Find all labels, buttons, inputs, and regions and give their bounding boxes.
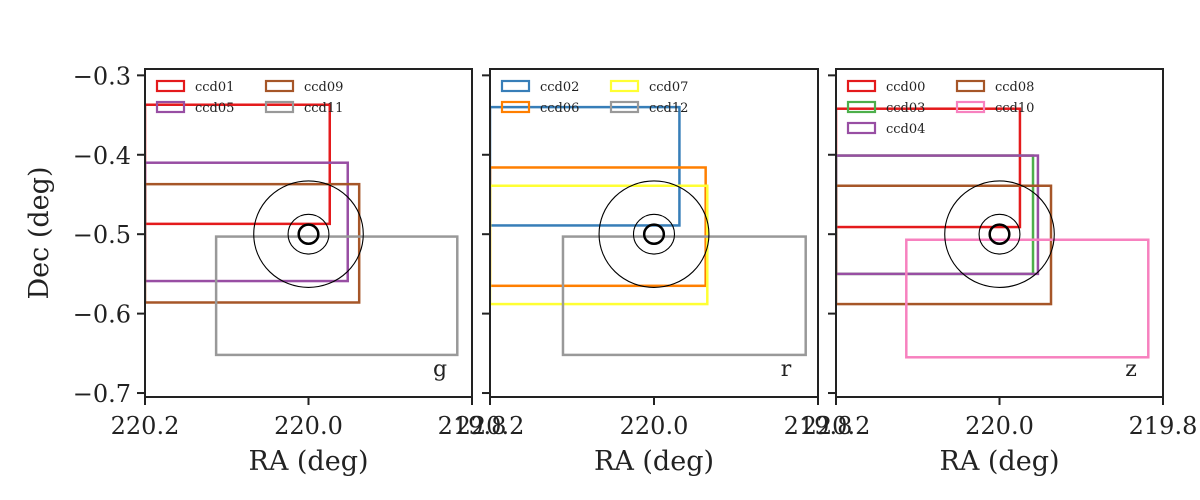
data-layer (836, 107, 1150, 359)
footprint-ccd07 (490, 184, 709, 306)
band-label: r (781, 357, 792, 382)
axes-frame (489, 68, 819, 398)
legend-swatch-ccd01 (155, 79, 186, 93)
target-circle-0 (642, 223, 666, 245)
x-axis-label: RA (deg) (248, 446, 368, 477)
y-tick-label: −0.6 (73, 301, 131, 329)
legend-entry-ccd05: ccd05 (195, 101, 234, 116)
x-tick-label: 219.8 (438, 412, 507, 440)
legend-swatch-ccd08 (955, 79, 986, 93)
legend-entry-ccd09: ccd09 (304, 80, 343, 95)
footprint-ccd10 (905, 238, 1150, 359)
footprint-ccd01 (145, 103, 332, 226)
legend-entry-ccd08: ccd08 (995, 80, 1034, 95)
panel-g: 220.2 220.0 219.8 −0.3 −0.4 −0.5 −0.6 −0.7 RA (d… (24, 62, 506, 477)
legend-swatch-ccd09 (264, 79, 295, 93)
footprint-ccd11 (214, 235, 459, 357)
legend-entry-ccd00: ccd00 (886, 80, 925, 95)
legend-swatch-ccd10 (955, 100, 986, 114)
panel-z: 220.2 220.0 219.8 RA (deg) z ccd00 ccd03 ccd04 c… (802, 68, 1198, 477)
data-layer (490, 105, 807, 357)
footprint-ccd04 (836, 154, 1040, 276)
legend-entry-ccd03: ccd03 (886, 101, 925, 116)
y-tick-label: −0.7 (73, 380, 131, 408)
footprint-ccd00 (836, 107, 1022, 229)
data-layer (145, 103, 459, 357)
legend-swatch-ccd12 (609, 100, 640, 114)
legend-swatch-ccd06 (500, 100, 531, 114)
legend-swatch-ccd02 (500, 79, 531, 93)
legend-entry-ccd04: ccd04 (886, 122, 925, 137)
axes-frame (835, 68, 1164, 398)
x-axis-label: RA (deg) (939, 446, 1059, 477)
legend-entry-ccd11: ccd11 (304, 101, 343, 116)
x-tick-label: 220.0 (620, 412, 689, 440)
footprint-ccd05 (145, 161, 349, 283)
legend-entry-ccd07: ccd07 (649, 80, 688, 95)
target-circle-1 (287, 213, 330, 255)
target-circle-2 (944, 180, 1055, 288)
band-label: z (1125, 357, 1137, 382)
legend-entry-ccd12: ccd12 (649, 101, 688, 116)
legend-swatch-ccd03 (846, 100, 877, 114)
axes-frame (144, 68, 473, 398)
x-tick-label: 220.2 (802, 412, 871, 440)
target-circle-0 (988, 223, 1011, 245)
x-tick-label: 220.0 (965, 412, 1034, 440)
target-circle-2 (253, 180, 364, 288)
legend-swatch-ccd11 (264, 100, 295, 114)
footprint-ccd06 (490, 166, 707, 288)
legend-swatch-ccd07 (609, 79, 640, 93)
x-tick-label: 220.2 (456, 412, 525, 440)
y-tick-label: −0.4 (73, 142, 131, 170)
x-tick-label: 220.2 (111, 412, 180, 440)
y-tick-label: −0.5 (73, 221, 131, 249)
legend-entry-ccd01: ccd01 (195, 80, 234, 95)
x-tick-label: 219.8 (1129, 412, 1198, 440)
x-axis-label: RA (deg) (594, 446, 714, 477)
legend-entry-ccd10: ccd10 (995, 101, 1034, 116)
legend-swatch-ccd05 (155, 100, 186, 114)
footprint-ccd12 (561, 235, 807, 357)
target-circle-2 (598, 180, 710, 288)
x-tick-label: 219.8 (784, 412, 853, 440)
footprint-ccd09 (145, 182, 361, 304)
footprint-ccd08 (836, 184, 1053, 306)
panel-r: 220.2 220.0 219.8 RA (deg) r ccd02 ccd06 ccd07 c… (456, 68, 853, 477)
y-axis-label: Dec (deg) (24, 167, 55, 300)
legend-swatch-ccd04 (846, 121, 877, 135)
x-tick-label: 220.0 (274, 412, 343, 440)
target-circle-1 (978, 213, 1021, 255)
y-tick-label: −0.3 (73, 62, 131, 90)
legend-entry-ccd02: ccd02 (540, 80, 579, 95)
target-circle-1 (632, 213, 676, 255)
legend-swatch-ccd00 (846, 79, 877, 93)
target-circle-0 (297, 223, 320, 245)
band-label: g (433, 357, 447, 382)
legend-entry-ccd06: ccd06 (540, 101, 579, 116)
